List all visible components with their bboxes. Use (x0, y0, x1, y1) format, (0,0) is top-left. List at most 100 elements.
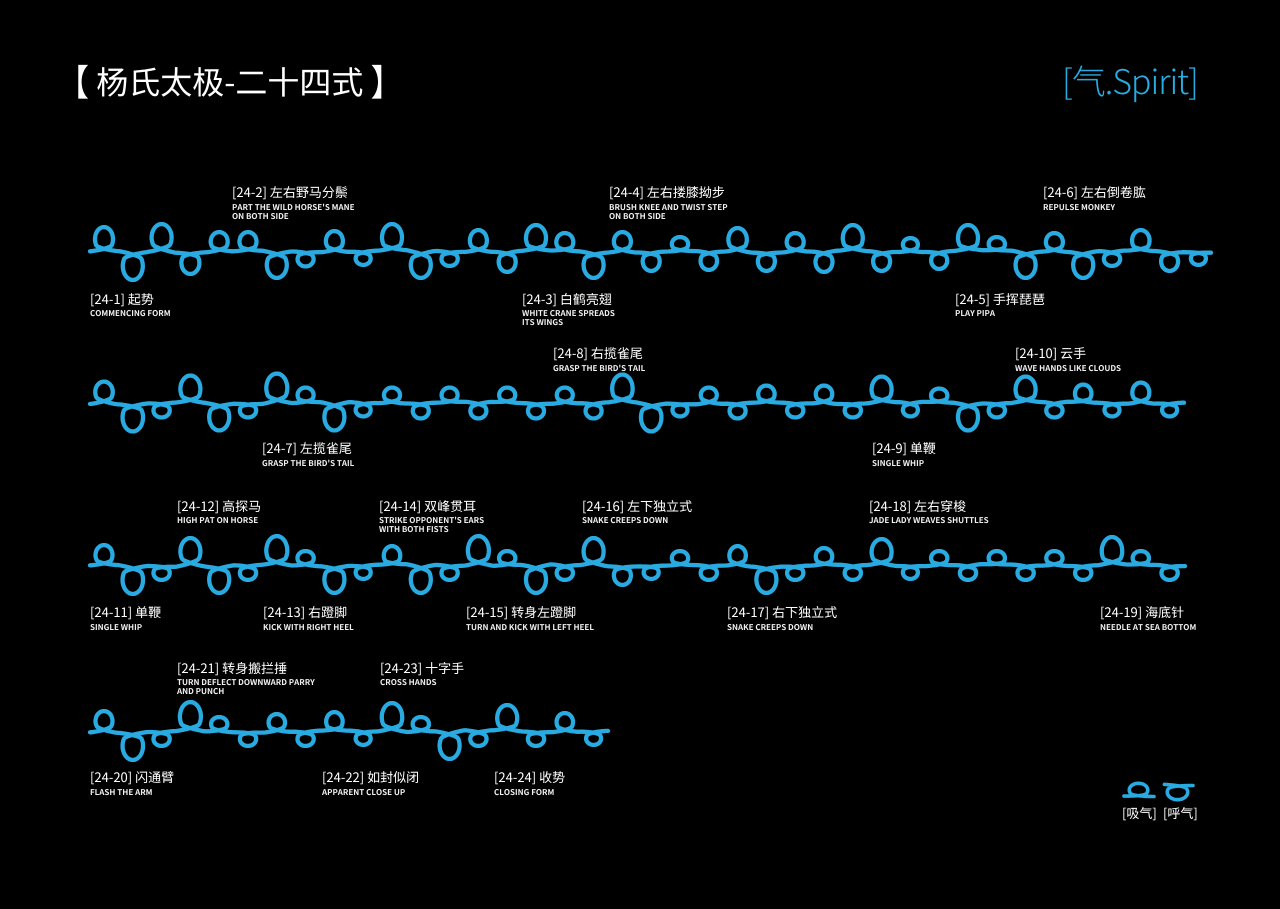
form-title: [24-4] 左右搂膝拗步 (609, 185, 728, 199)
form-name-en: CLOSING FORM (494, 786, 555, 798)
form-name-en: COMMENCING FORM (90, 308, 171, 319)
form-name-en: PLAY PIPA (955, 308, 995, 319)
form-number: [24-15] (466, 602, 509, 621)
form-name-zh: 双峰贯耳 (424, 495, 477, 515)
form-name-en: FLASH THE ARM (90, 786, 153, 798)
form-title: [24-6] 左右倒卷肱 (1043, 185, 1146, 199)
form-number: [24-12] (177, 495, 220, 515)
form-name-en: JADE LADY WEAVES SHUTTLES (869, 515, 989, 526)
form-name-zh: 云手 (1060, 343, 1087, 362)
spirit-logo: [气.Spirit] (1062, 54, 1199, 104)
form-number: [24-23] (380, 657, 423, 677)
form-number: [24-24] (494, 767, 537, 786)
form-number: [24-7] (262, 438, 297, 457)
form-number: [24-5] (955, 288, 990, 308)
form-name-en: SINGLE WHIP (872, 457, 925, 469)
form-title: [24-5] 手挥琵琶 (955, 288, 1045, 308)
form-number: [24-1] (90, 288, 125, 308)
form-number: [24-11] (90, 602, 133, 621)
form-name-zh: 白鹤亮翅 (559, 288, 612, 308)
form-title: [24-22] 如封似闭 (322, 770, 419, 784)
form-title: [24-8] 右揽雀尾 (553, 346, 645, 360)
form-name-en: CROSS HANDS (380, 677, 437, 688)
form-number: [24-20] (90, 767, 133, 786)
form-name-en: GRASP THE BIRD'S TAIL (553, 362, 646, 374)
form-name-zh: 转身左蹬脚 (511, 602, 577, 621)
form-title: [24-16] 左下独立式 (582, 495, 693, 515)
form-title: [24-10] 云手 (1015, 346, 1121, 360)
form-name-zh: 单鞭 (135, 602, 162, 621)
form-name-en: KICK WITH RIGHT HEEL (263, 621, 354, 633)
form-title: [24-9] 单鞭 (872, 441, 936, 455)
form-name-zh: 手挥琵琶 (992, 288, 1045, 308)
breathing-line (87, 533, 1188, 597)
form-name-zh: 左右搂膝拗步 (646, 182, 725, 201)
form-number: [24-8] (553, 343, 588, 362)
form-name-zh: 高探马 (222, 495, 262, 515)
form-name-zh: 如封似闭 (367, 767, 420, 786)
form-number: [24-22] (322, 767, 365, 786)
form-number: [24-10] (1015, 343, 1058, 362)
form-name-zh: 左右野马分鬃 (269, 182, 348, 201)
form-title: [24-20] 闪通臂 (90, 770, 174, 784)
form-title: [24-1] 起势 (90, 288, 171, 308)
form-title: [24-24] 收势 (494, 770, 565, 784)
breathing-line (87, 371, 1187, 434)
form-name-en: WAVE HANDS LIKE CLOUDS (1015, 362, 1122, 374)
form-name-en: SNAKE CREEPS DOWN (582, 515, 669, 526)
form-name-en: NEEDLE AT SEA BOTTOM (1100, 621, 1197, 633)
form-name-zh: 海底针 (1145, 602, 1185, 621)
form-number: [24-3] (522, 288, 557, 308)
legend-exhale-icon (1162, 782, 1195, 802)
form-name-zh: 十字手 (425, 657, 465, 677)
form-name-zh: 右蹬脚 (308, 602, 348, 621)
form-title: [24-12] 高探马 (177, 495, 262, 515)
form-name-en: TURN AND KICK WITH LEFT HEEL (466, 621, 594, 633)
form-number: [24-19] (1100, 602, 1143, 621)
form-name-zh: 闪通臂 (135, 767, 175, 786)
form-name-zh: 左下独立式 (627, 495, 693, 515)
form-number: [24-18] (869, 495, 912, 515)
form-name-zh: 右下独立式 (772, 602, 838, 621)
form-title: [24-3] 白鹤亮翅 (522, 288, 615, 308)
form-name-zh: 收势 (539, 767, 566, 786)
form-number: [24-4] (609, 182, 644, 201)
page-title: 【 杨氏太极-二十四式 】 (57, 54, 403, 107)
form-name-zh: 左右倒卷肱 (1080, 182, 1146, 201)
form-name-en: HIGH PAT ON HORSE (177, 515, 259, 526)
form-number: [24-17] (727, 602, 770, 621)
form-title: [24-7] 左揽雀尾 (262, 441, 354, 455)
title-bracket-right: 】 (370, 54, 403, 107)
form-title: [24-2] 左右野马分鬃 (232, 185, 355, 199)
form-label-24-8: [24-8] 右揽雀尾 GRASP THE BIRD'S TAIL (553, 346, 645, 373)
title-bracket-left: 【 (57, 54, 90, 107)
form-label-24-6: [24-6] 左右倒卷肱 REPULSE MONKEY (1043, 185, 1146, 212)
form-title: [24-18] 左右穿梭 (869, 495, 989, 515)
form-name-zh: 左右穿梭 (914, 495, 967, 515)
form-label-24-9: [24-9] 单鞭 SINGLE WHIP (872, 441, 936, 468)
form-name-en: REPULSE MONKEY (1043, 201, 1116, 213)
form-name-zh: 起势 (127, 288, 154, 308)
